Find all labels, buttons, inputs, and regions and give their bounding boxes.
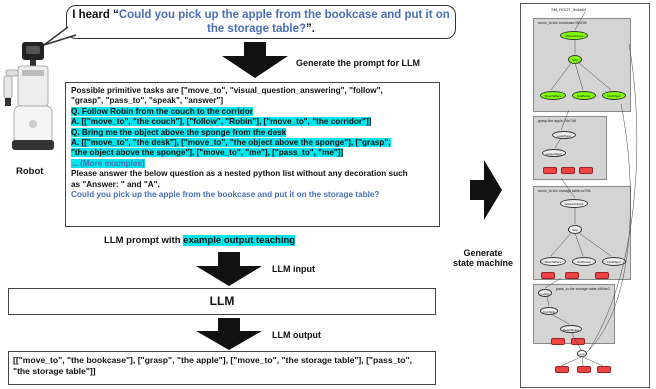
sm-group3-title: move_to-the storage table-cc795 [538, 189, 591, 193]
sm-group1-title: move_to-the bookcase-f5b298 [538, 21, 587, 25]
sm-fail-1 [543, 167, 557, 174]
output-line1: [["move_to", "the bookcase"], ["grasp", … [13, 355, 412, 365]
sm-node-find-2: FindPerson [572, 257, 596, 266]
sm-group-move-bookcase: move_to-the bookcase-f5b298 DistanceChec… [533, 18, 631, 112]
sm-node-distance-2: DistanceCheck [560, 199, 588, 208]
bubble-suffix: ”. [306, 23, 315, 35]
sm-fail-10 [577, 366, 591, 373]
sm-fail-9 [555, 366, 569, 373]
example2-answer-1: A. [["move_to", "the desk"], ["move_to",… [71, 138, 391, 148]
sm-fail-2 [561, 167, 575, 174]
speech-bubble: I heard “Could you pick up the apple fro… [66, 5, 456, 39]
robot-icon [3, 42, 54, 150]
prompt-caption: LLM prompt with example output teaching [104, 235, 296, 246]
llm-input-label: LLM input [272, 264, 315, 274]
sm-group4-title: pass_to-the storage table-b89de3 [556, 287, 610, 291]
prompt-caption-highlight: example output teaching [183, 235, 296, 246]
sm-node-move: MoveToPlace [540, 91, 566, 100]
llm-output-label: LLM output [272, 330, 321, 340]
sm-fail-6 [595, 272, 609, 279]
generate-sm-line1: Generate [463, 248, 503, 258]
down-arrow-prompt [222, 42, 288, 78]
sm-fail-5 [565, 272, 579, 279]
generate-sm-line2: state machine [452, 258, 514, 268]
output-box: [["move_to", "the bookcase"], ["grasp", … [8, 351, 436, 385]
sm-fail-7 [551, 338, 565, 345]
sm-node-find: FindPerson [572, 91, 596, 100]
down-arrow-input [196, 252, 262, 286]
bubble-prefix: I heard “ [72, 9, 119, 21]
generate-prompt-label: Generate the prompt for LLM [296, 58, 421, 68]
example1-answer: A. [["move_to", "the couch"], ["follow",… [71, 117, 372, 127]
right-arrow-sm [470, 160, 502, 220]
sm-group2-title: grasp-the apple-78e746 [538, 119, 577, 123]
sm-group-pass-table: pass_to-the storage table-b89de3 LookAt … [533, 284, 615, 344]
sm-fail-11 [597, 366, 611, 373]
llm-box: LLM [8, 288, 436, 315]
sm-node-findobj-2: FindObject [602, 257, 626, 266]
sm-node-look: LookObject [552, 131, 576, 139]
robot-label: Robot [16, 166, 44, 177]
prompt-line2: "grasp", "pass_to", "speak", "answer"] [71, 96, 224, 106]
more-examples: ... (More examples) [71, 158, 145, 168]
prompt-line1: Possible primitive tasks are ["move_to",… [71, 86, 383, 95]
example2-question: Q. Bring me the object above the sponge … [71, 127, 287, 137]
sm-fail-3 [579, 167, 593, 174]
output-line2: "the storage table"]] [13, 366, 96, 376]
sm-root-title: SM_ROOT_5c6e64 [551, 7, 587, 12]
sm-node-distance: DistanceCheck [560, 31, 588, 40]
prompt-question: Could you pick up the apple from the boo… [71, 190, 380, 200]
bubble-question: Could you pick up the apple from the boo… [118, 9, 450, 35]
prompt-caption-prefix: LLM prompt with [104, 235, 184, 246]
sm-node-lookat: LookAt [538, 289, 552, 297]
example1-question: Q. Follow Robin from the couch to the co… [71, 106, 253, 116]
sm-edges [544, 11, 638, 367]
sm-node-findtable: FindTable [540, 307, 558, 315]
sm-node-grasp: GraspObject [542, 149, 566, 157]
sm-fail-4 [541, 272, 555, 279]
instruction-1: Please answer the below question as a ne… [71, 169, 408, 179]
generate-sm-label: Generate state machine [448, 248, 518, 268]
prompt-box: Possible primitive tasks are ["move_to",… [65, 82, 440, 227]
robot-illustration [2, 40, 62, 160]
state-machine-panel: SM_ROOT_5c6e64 move_to-the bookcase-f5b2… [520, 3, 650, 388]
sm-node-findobj: FindObject [602, 91, 626, 100]
down-arrow-output [196, 318, 262, 350]
sm-node-end: end [577, 350, 587, 357]
sm-node-move-2: MoveToPlace [540, 257, 566, 266]
sm-group-move-table: move_to-the storage table-cc795 Distance… [533, 186, 631, 280]
example2-answer-2: "the object above the sponge"], ["move_t… [71, 148, 344, 158]
instruction-2: as "Answer: " and "A". [71, 179, 160, 189]
